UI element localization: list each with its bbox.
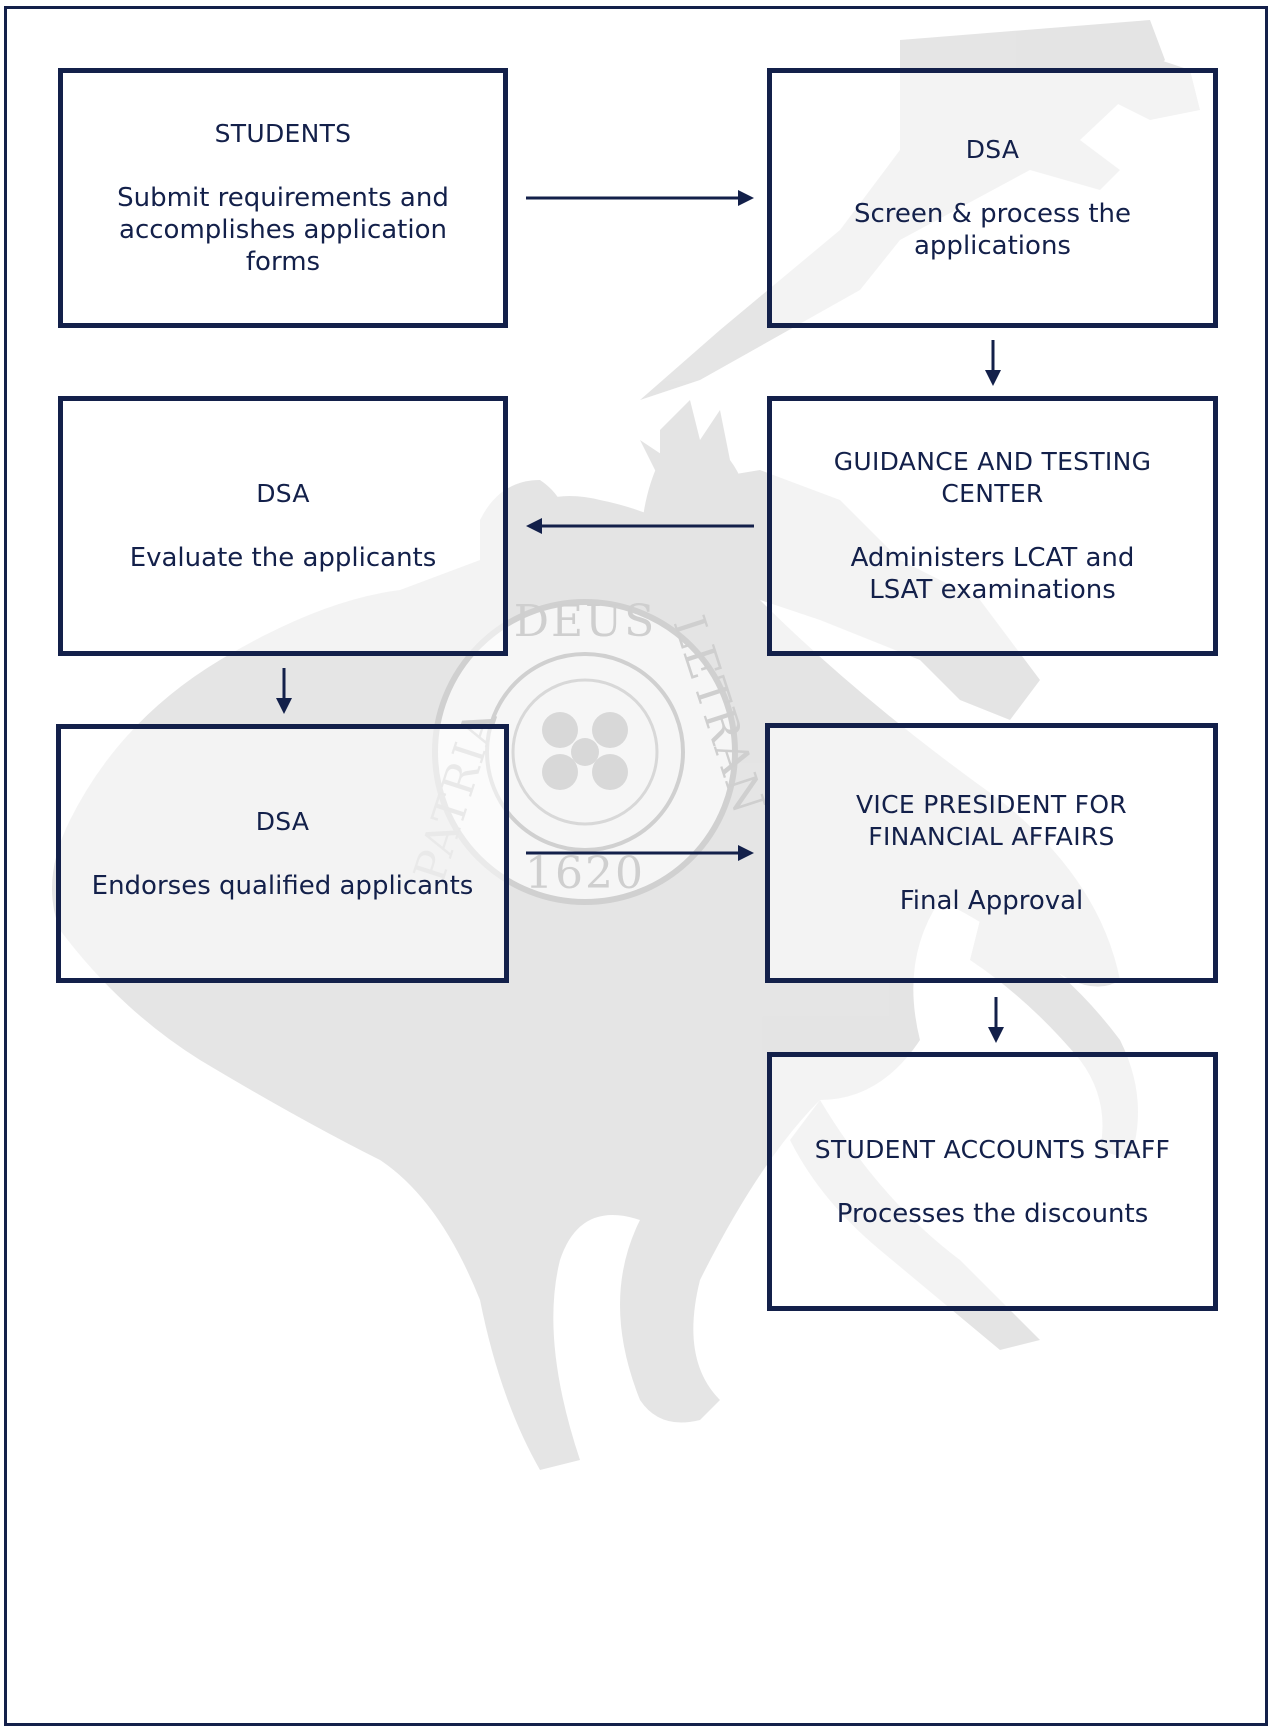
arrow-left-guidance-to-evaluate bbox=[526, 518, 754, 534]
step-box-student-accounts: STUDENT ACCOUNTS STAFF Processes the dis… bbox=[767, 1052, 1218, 1311]
step-title: DSA bbox=[256, 479, 310, 508]
arrow-down-vp-to-accounts bbox=[988, 997, 1004, 1043]
step-description: Administers LCAT and LSAT examinations bbox=[850, 543, 1135, 605]
step-description: Final Approval bbox=[899, 886, 1084, 916]
step-description: Submit requirements and accomplishes app… bbox=[117, 183, 449, 277]
step-title: DSA bbox=[255, 806, 310, 836]
step-description: Screen & process the applications bbox=[853, 199, 1132, 261]
step-title: GUIDANCE AND TESTING CENTER bbox=[833, 447, 1152, 508]
step-box-dsa-evaluate: DSA Evaluate the applicants bbox=[58, 396, 508, 656]
step-box-guidance-testing: GUIDANCE AND TESTING CENTER Administers … bbox=[767, 396, 1218, 656]
arrow-down-evaluate-to-endorse bbox=[276, 668, 292, 714]
step-title: VICE PRESIDENT FOR FINANCIAL AFFAIRS bbox=[856, 790, 1127, 851]
step-box-students: STUDENTS Submit requirements and accompl… bbox=[58, 68, 508, 328]
arrow-down-dsa-to-guidance bbox=[985, 340, 1001, 386]
step-description: Evaluate the applicants bbox=[129, 543, 437, 573]
step-title: STUDENT ACCOUNTS STAFF bbox=[814, 1134, 1171, 1164]
step-description: Processes the discounts bbox=[836, 1198, 1149, 1229]
arrow-right-endorse-to-vp bbox=[526, 845, 754, 861]
step-title: STUDENTS bbox=[214, 119, 352, 148]
arrow-right-students-to-dsa bbox=[526, 190, 754, 206]
step-title: DSA bbox=[965, 135, 1020, 164]
step-description: Endorses qualified applicants bbox=[91, 870, 474, 901]
step-box-dsa-endorse: DSA Endorses qualified applicants bbox=[56, 724, 509, 983]
step-box-vp-financial: VICE PRESIDENT FOR FINANCIAL AFFAIRS Fin… bbox=[765, 723, 1218, 983]
step-box-dsa-screen: DSA Screen & process the applications bbox=[767, 68, 1218, 328]
